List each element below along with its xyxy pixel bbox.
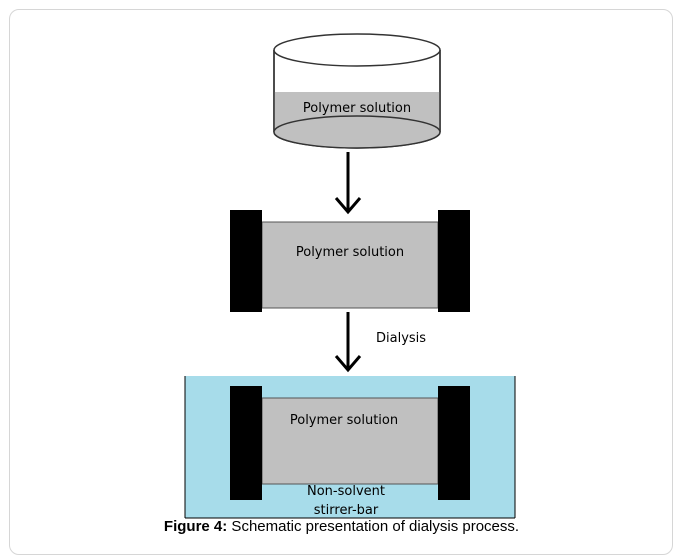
bath-bag-label: Polymer solution xyxy=(290,413,398,428)
bag-clip-left xyxy=(230,210,262,312)
figure-number: Figure 4: xyxy=(163,518,228,535)
bag-clip-right xyxy=(438,210,470,312)
bag-body xyxy=(261,221,439,309)
dialysis-bag: Polymer solution xyxy=(230,210,470,312)
bath-bag-body xyxy=(261,397,439,485)
beaker-base xyxy=(273,115,441,149)
arrow-1 xyxy=(334,152,362,215)
stirrer-bar-label: stirrer-bar xyxy=(314,503,379,518)
caption-text: Schematic presentation of dialysis proce… xyxy=(227,518,520,535)
dialysis-bath: Polymer solution Non-solvent stirrer-bar xyxy=(184,376,516,519)
bag-label: Polymer solution xyxy=(296,245,404,260)
figure-caption: Figure 4: Schematic presentation of dial… xyxy=(0,518,683,535)
beaker-label: Polymer solution xyxy=(303,101,411,116)
arrow-2: Dialysis xyxy=(334,312,426,373)
non-solvent-label: Non-solvent xyxy=(307,484,385,499)
bath-bag-clip-left xyxy=(230,386,262,500)
dialysis-label: Dialysis xyxy=(376,331,426,346)
beaker: Polymer solution xyxy=(273,33,441,149)
beaker-rim xyxy=(273,33,441,67)
bath-bag-clip-right xyxy=(438,386,470,500)
